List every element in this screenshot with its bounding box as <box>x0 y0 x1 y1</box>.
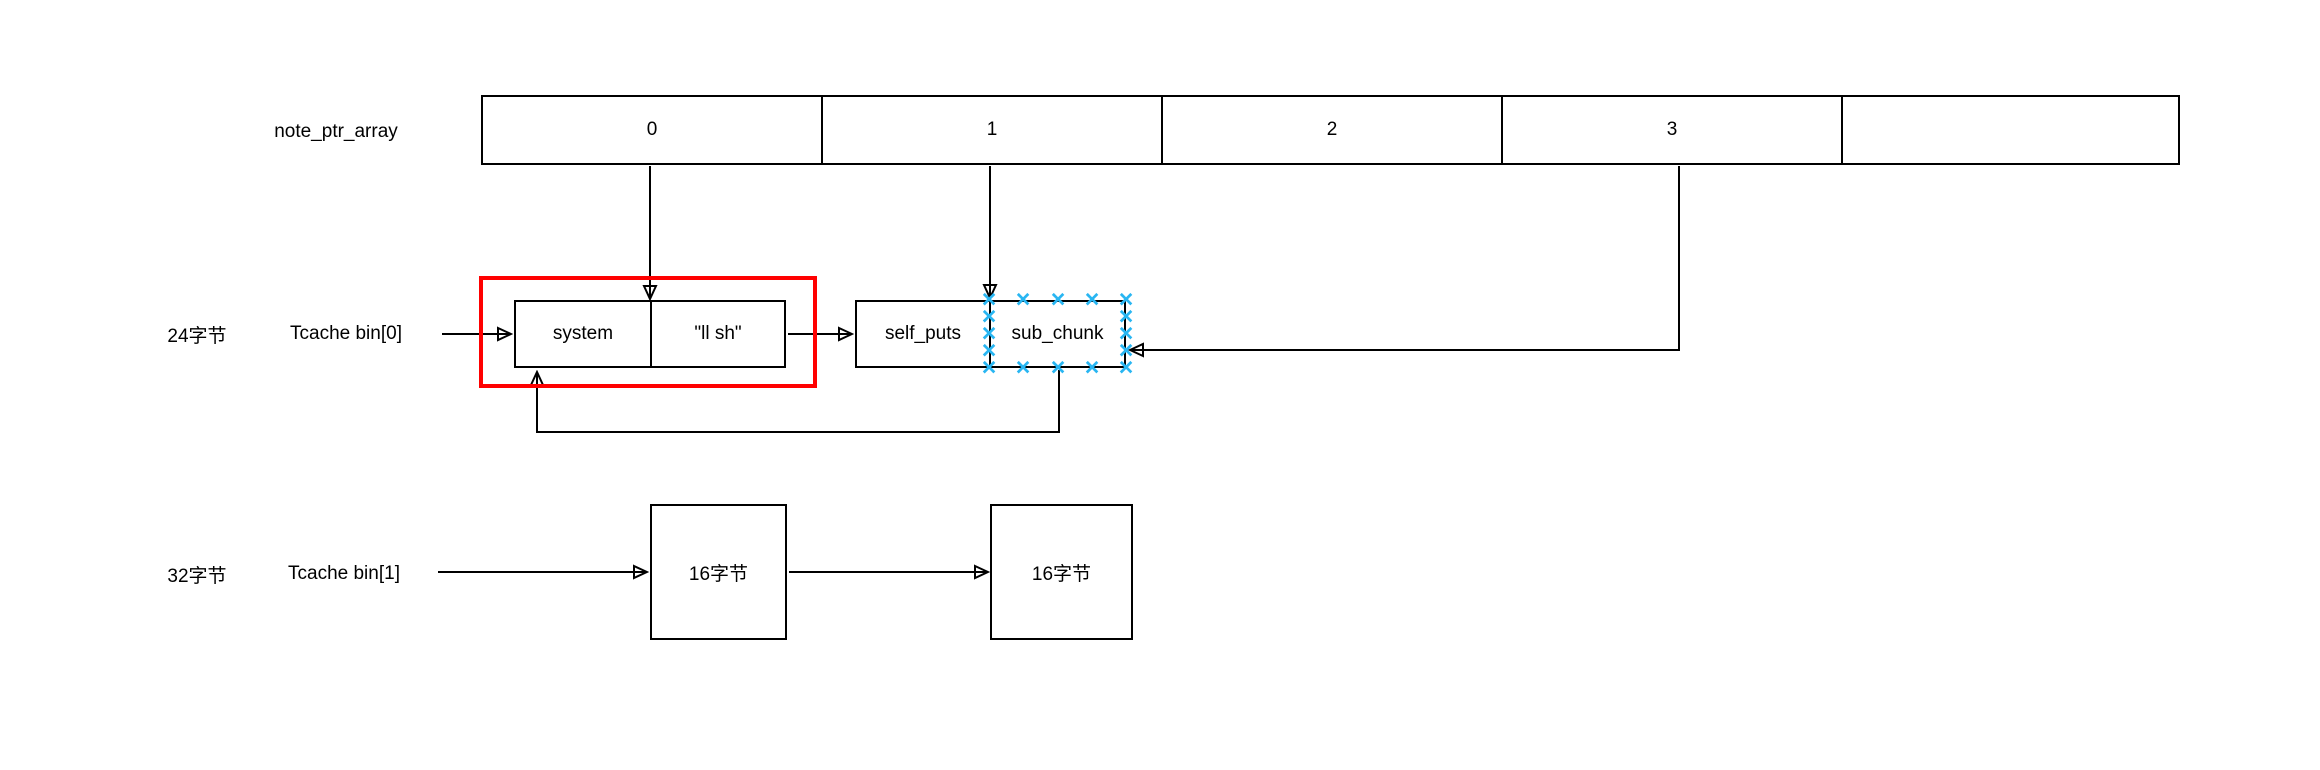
array-cell-3[interactable]: 3 <box>1503 97 1843 163</box>
chunk-subchunk-cell[interactable]: sub_chunk <box>1011 323 1104 344</box>
chunk-system-data-cell[interactable]: "ll sh" <box>694 323 742 344</box>
size-label-32[interactable]: 32字节 <box>167 565 227 587</box>
array-cell-0[interactable]: 0 <box>483 97 823 163</box>
chunk-system: system "ll sh" <box>514 300 786 368</box>
tcache-bin0-label[interactable]: Tcache bin[0] <box>290 323 402 344</box>
arrow-sub-chunk-loop-to-system[interactable] <box>537 370 1060 433</box>
tcache-bin1-label[interactable]: Tcache bin[1] <box>288 563 400 584</box>
array-cell-2[interactable]: 2 <box>1163 97 1503 163</box>
chunk-system-fd-cell[interactable]: system <box>516 302 652 366</box>
chunk-selfputs: self_puts sub_chunk <box>855 300 1126 368</box>
note-ptr-array-label[interactable]: note_ptr_array <box>274 121 398 142</box>
chunk-selfputs-fd-cell[interactable]: self_puts <box>857 302 991 366</box>
arrow-cell3-to-sub-chunk[interactable] <box>1131 166 1680 350</box>
chunk-16byte-1[interactable]: 16字节 <box>650 504 787 640</box>
array-cell-1[interactable]: 1 <box>823 97 1163 163</box>
note-ptr-array: 0 1 2 3 <box>481 95 2180 165</box>
array-cell-4[interactable] <box>1843 97 2178 163</box>
chunk-16byte-2[interactable]: 16字节 <box>990 504 1133 640</box>
size-label-24[interactable]: 24字节 <box>167 325 227 347</box>
